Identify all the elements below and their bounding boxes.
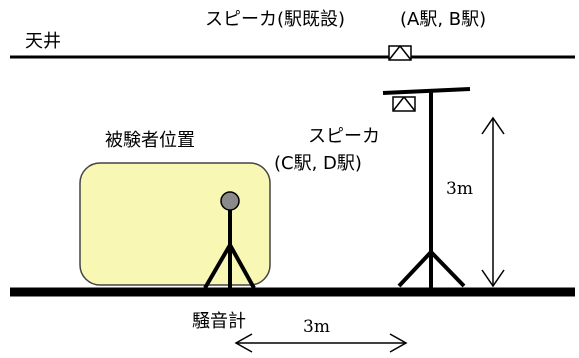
sound-level-meter-icon <box>203 191 256 290</box>
ceiling-speaker-icon <box>388 45 412 61</box>
subject-position-label: 被験者位置 <box>105 130 195 151</box>
speaker-existing-label: スピーカ(駅既設) <box>205 9 346 30</box>
height-arrow <box>481 116 505 288</box>
distance-arrow <box>234 333 408 353</box>
stand-speaker-label: スピーカ <box>308 126 380 147</box>
speaker-stand <box>382 87 471 288</box>
height-label: 3m <box>446 179 473 199</box>
meter-head <box>220 191 240 211</box>
speaker-stations-cd-label: (C駅, D駅) <box>274 153 362 174</box>
ceiling-label: 天井 <box>25 31 61 52</box>
stand-speaker-icon <box>392 96 416 112</box>
speaker-stations-ab-label: (A駅, B駅) <box>400 9 487 30</box>
sound-level-meter-label: 騒音計 <box>192 311 246 332</box>
distance-label: 3m <box>303 317 330 337</box>
